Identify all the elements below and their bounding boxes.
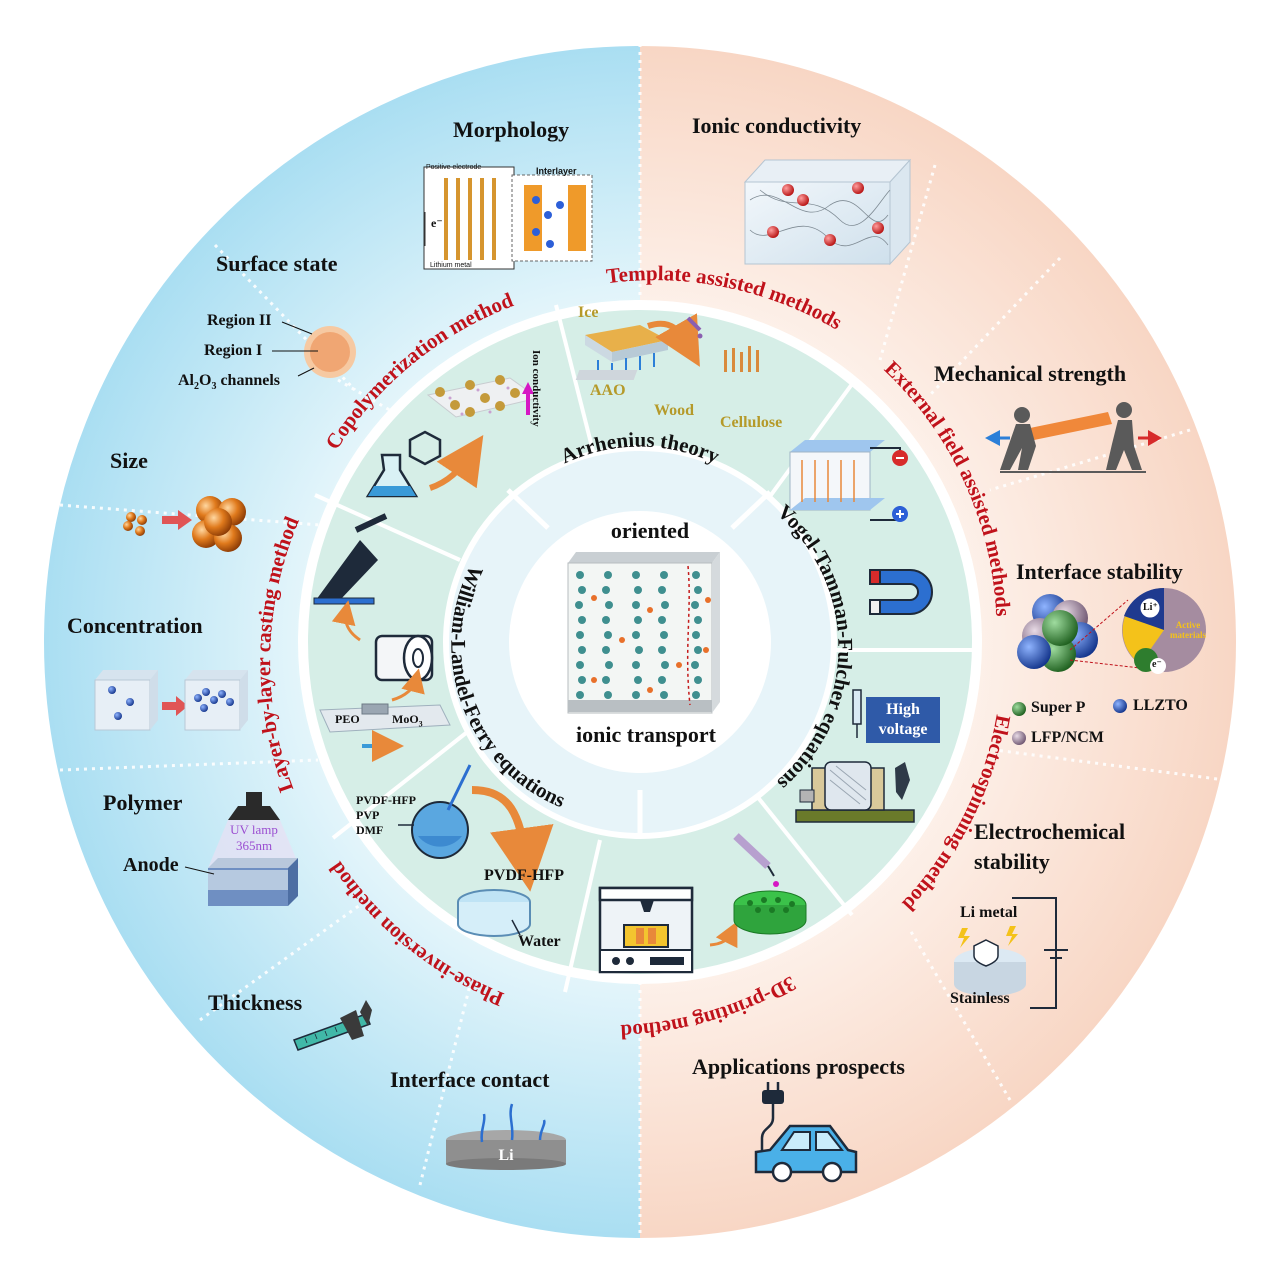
electron-label: e⁻ xyxy=(431,216,443,230)
oriented-transport-graphic xyxy=(567,552,720,714)
region-i-label: Region I xyxy=(204,342,263,359)
water-label: Water xyxy=(518,933,561,950)
peo-label: PEO xyxy=(335,712,360,726)
thickness-illustration xyxy=(293,1000,372,1051)
mechanical-strength-illustration xyxy=(985,402,1162,473)
layer-by-layer-illustration xyxy=(313,513,451,762)
thickness-label: Thickness xyxy=(208,990,303,1015)
legend-super-p: Super P xyxy=(1031,699,1086,716)
cellulose-label: Cellulose xyxy=(720,414,783,431)
copolymerization-illustration xyxy=(365,375,540,498)
polymer-illustration xyxy=(184,792,300,906)
electrospinning-illustration xyxy=(795,689,915,823)
dmf-label: DMF xyxy=(356,823,384,837)
anode-label: Anode xyxy=(123,854,179,876)
applications-label: Applications prospects xyxy=(692,1054,905,1079)
stability-label: stability xyxy=(974,849,1050,874)
polymer-label: Polymer xyxy=(103,790,183,815)
electrochemical-stability-illustration xyxy=(954,897,1068,1009)
al2o3-channels-label: Al2O3 channels xyxy=(178,372,281,393)
li-metal-label: Li metal xyxy=(960,904,1018,921)
interface-stability-illustration xyxy=(1017,587,1206,674)
ice-label: Ice xyxy=(578,304,599,321)
lithium-metal-small-label: Lithium metal xyxy=(430,262,472,269)
morphology-label: Morphology xyxy=(453,117,570,142)
morphology-illustration xyxy=(423,166,593,270)
pvdf-hfp-label: PVDF-HFP xyxy=(356,793,416,807)
interface-contact-label: Interface contact xyxy=(390,1067,550,1092)
legend-lfp-ncm: LFP/NCM xyxy=(1031,729,1104,746)
concentration-illustration xyxy=(94,670,248,731)
ionic-conductivity-illustration xyxy=(743,158,912,266)
wood-label: Wood xyxy=(654,402,695,419)
3d-printing-illustration xyxy=(598,833,807,974)
li-plus-label: Li⁺ xyxy=(1143,602,1158,613)
positive-electrode-label: Positive electrode xyxy=(426,164,482,171)
interlayer-label: Interlayer xyxy=(536,166,577,176)
electrochemical-label: Electrochemical xyxy=(974,819,1126,844)
region-ii-label: Region II xyxy=(207,312,272,329)
size-label: Size xyxy=(110,448,148,473)
surface-state-label: Surface state xyxy=(216,251,338,276)
pvp-label: PVP xyxy=(356,808,380,822)
concentration-label: Concentration xyxy=(67,613,203,638)
e-minus-label: e⁻ xyxy=(1152,659,1162,670)
moo3-label: MoO3 xyxy=(392,712,423,729)
active-materials-label: Active materials xyxy=(1170,620,1206,640)
mechanical-strength-label: Mechanical strength xyxy=(934,361,1127,386)
interface-stability-label: Interface stability xyxy=(1016,559,1183,584)
method-dividers xyxy=(314,304,975,993)
template-illustration xyxy=(575,313,759,380)
uv-wavelength-label: 365nm xyxy=(235,838,273,853)
external-field-illustration xyxy=(789,440,933,615)
center-oriented-label: oriented xyxy=(610,518,690,543)
surface-state-illustration xyxy=(272,321,356,378)
center-ionic-transport-label: ionic transport xyxy=(576,722,716,747)
pvdf-hfp-film-label: PVDF-HFP xyxy=(484,867,564,884)
uv-lamp-label: UV lamp xyxy=(230,822,278,837)
ionic-conductivity-label: Ionic conductivity xyxy=(692,113,862,138)
legend-llzto: LLZTO xyxy=(1133,697,1188,714)
stainless-label: Stainless xyxy=(950,990,1010,1007)
phase-inversion-illustration xyxy=(398,764,554,937)
interface-contact-illustration xyxy=(446,1103,566,1170)
size-illustration xyxy=(123,496,246,552)
legend-dots xyxy=(1012,699,1127,745)
aao-label: AAO xyxy=(590,382,626,399)
application-car-illustration xyxy=(754,1082,858,1183)
ion-conductivity-vertical-label: Ion conductivity xyxy=(530,350,542,427)
li-disk-label: Li xyxy=(498,1147,514,1164)
